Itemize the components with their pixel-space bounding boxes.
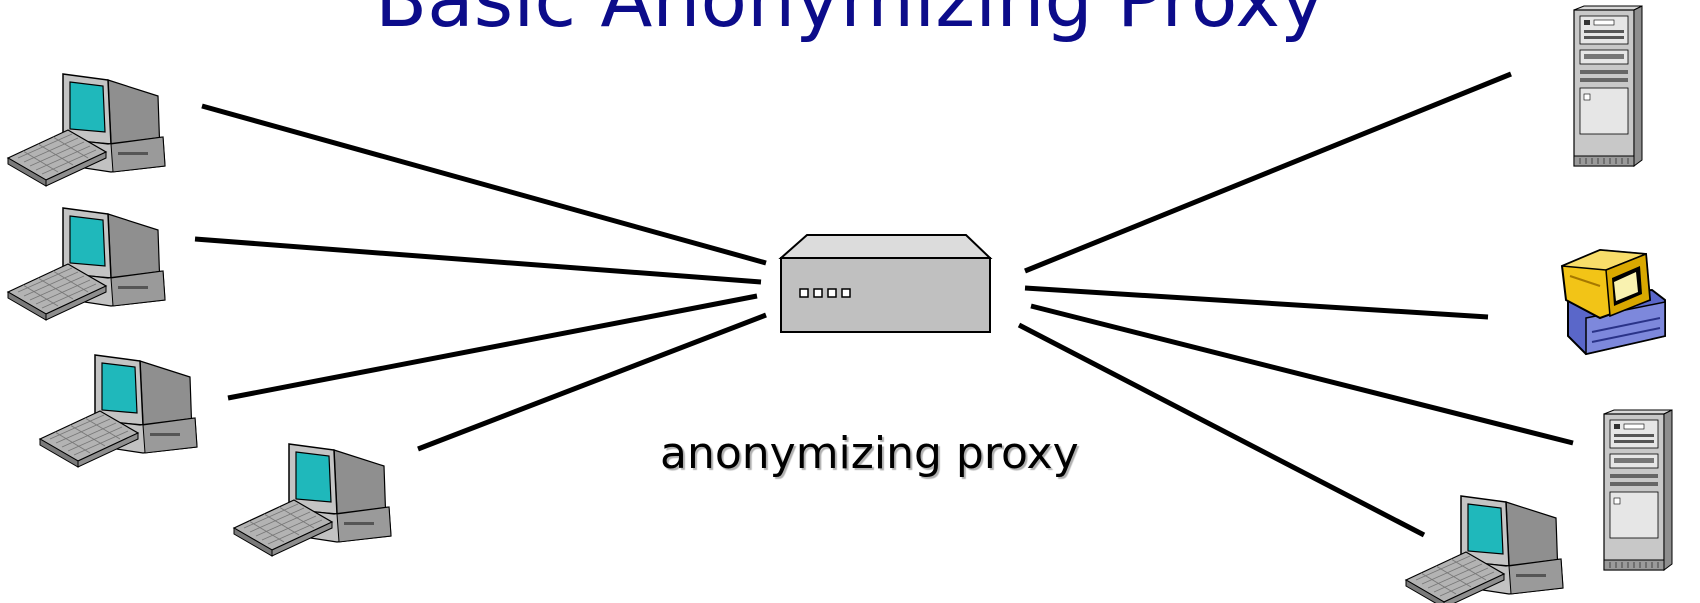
link-dest-1 [1024, 71, 1512, 274]
link-dest-3 [1030, 303, 1574, 446]
link-dest-2 [1024, 285, 1489, 320]
connection-lines [194, 71, 1574, 538]
link-client-2 [194, 236, 762, 285]
proxy-label: anonymizing proxy [660, 428, 1079, 479]
link-dest-4 [1017, 322, 1426, 538]
client-computer-2 [7, 207, 166, 321]
destination-computer [1405, 495, 1564, 603]
client-computer-4 [233, 443, 392, 557]
proxy-box-icon [778, 234, 993, 333]
server-tower-2 [1603, 409, 1673, 571]
client-computer-3 [39, 354, 198, 468]
mainframe-icon [1560, 248, 1666, 356]
link-client-3 [227, 293, 758, 401]
slide-title: Basic Anonymizing Proxy [0, 0, 1700, 38]
link-client-4 [417, 312, 767, 452]
client-computer-1 [7, 73, 166, 187]
server-tower-1 [1573, 5, 1643, 167]
link-client-1 [201, 103, 767, 266]
